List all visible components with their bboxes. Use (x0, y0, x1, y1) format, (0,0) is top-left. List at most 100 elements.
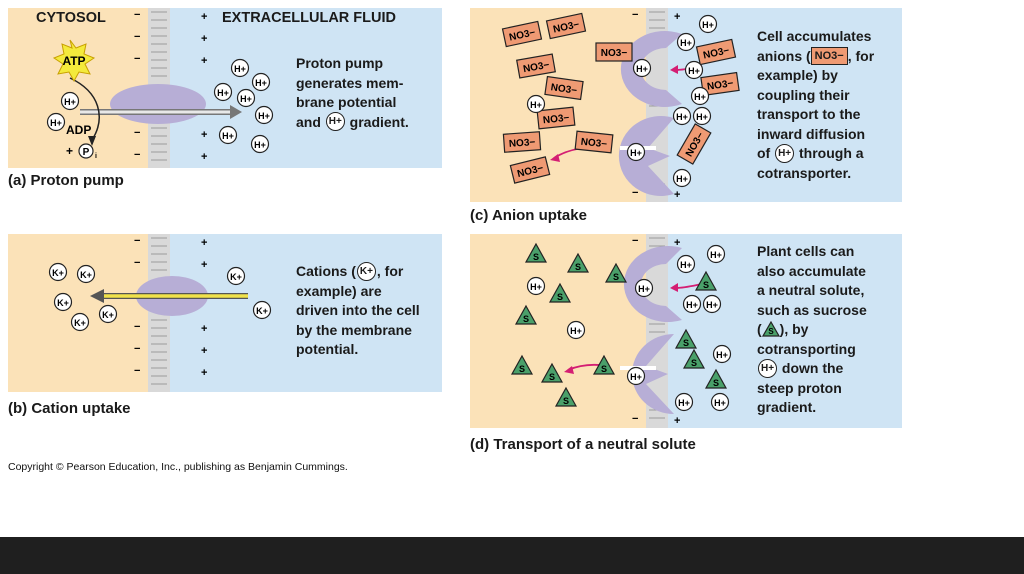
cotransporter-protein-closed (632, 334, 674, 414)
svg-text:H+: H+ (240, 94, 252, 104)
svg-text:S: S (575, 262, 581, 272)
pi-icon: P (83, 147, 90, 158)
svg-text:+: + (674, 237, 680, 249)
panel-a-caption: (a) Proton pump (8, 172, 124, 189)
svg-text:−: − (134, 53, 140, 65)
svg-text:NO3−: NO3− (522, 60, 550, 75)
svg-text:S: S (691, 358, 697, 368)
panel-a-diagram: ATP ADP + P i H+ H+ H+ H+ H+ H+ H+ H+ H+… (8, 8, 442, 168)
h-ion-icon: H+ (775, 143, 795, 163)
svg-text:K+: K+ (80, 270, 92, 280)
svg-text:H+: H+ (638, 284, 650, 294)
svg-text:+: + (201, 323, 207, 335)
svg-text:H+: H+ (688, 66, 700, 76)
svg-text:NO3−: NO3− (601, 48, 628, 59)
svg-text:+: + (674, 189, 680, 201)
svg-text:+: + (201, 129, 207, 141)
svg-text:H+: H+ (686, 300, 698, 310)
svg-text:K+: K+ (102, 310, 114, 320)
svg-text:S: S (557, 292, 563, 302)
svg-text:+: + (674, 11, 680, 23)
k-ion-icon: K+ (356, 261, 376, 281)
h-ion-icon: H+ H+ H+ H+ H+ H+ H+ H+ H+ H+ (526, 14, 718, 188)
k-ion-icon: K+ (48, 262, 68, 282)
membrane-charges: −− ++ (632, 235, 680, 427)
svg-text:H+: H+ (680, 38, 692, 48)
panel-b-description: Cations (K+, for example) are driven int… (296, 261, 420, 357)
svg-text:H+: H+ (222, 131, 234, 141)
svg-text:H+: H+ (702, 20, 714, 30)
svg-text:−: − (632, 187, 638, 199)
svg-text:+: + (201, 367, 207, 379)
svg-text:S: S (563, 396, 569, 406)
svg-text:+: + (201, 345, 207, 357)
extracellular-header: EXTRACELLULAR FLUID (222, 10, 396, 26)
footer-bar (0, 537, 1024, 574)
svg-text:NO3−: NO3− (542, 113, 570, 127)
svg-text:+: + (201, 11, 207, 23)
svg-text:NO3−: NO3− (580, 137, 608, 151)
atp-label: ATP (62, 54, 85, 68)
svg-text:H+: H+ (630, 148, 642, 158)
svg-text:+: + (201, 33, 207, 45)
svg-text:S: S (523, 314, 529, 324)
k-ion-icon: K+ (76, 264, 96, 284)
svg-text:H+: H+ (630, 372, 642, 382)
svg-text:H+: H+ (530, 100, 542, 110)
panel-b-diagram: K+ K+ K+ K+ K+ K+ K+ −− −− − ++ ++ + (8, 234, 442, 392)
membrane-charges: −− −− − ++ ++ + (134, 235, 207, 379)
h-ion-icon: H+ (758, 358, 777, 378)
svg-text:H+: H+ (636, 64, 648, 74)
svg-text:K+: K+ (256, 306, 268, 316)
cotransporter-protein-closed (618, 116, 674, 196)
svg-text:−: − (134, 343, 140, 355)
svg-text:+: + (674, 415, 680, 427)
svg-text:S: S (683, 338, 689, 348)
h-ion-icon: H+ (325, 112, 345, 132)
svg-text:H+: H+ (258, 111, 270, 121)
svg-text:−: − (134, 31, 140, 43)
svg-text:H+: H+ (255, 78, 267, 88)
svg-text:−: − (632, 413, 638, 425)
svg-text:i: i (95, 153, 97, 160)
svg-text:−: − (134, 321, 140, 333)
k-ion-icon: K+ (226, 266, 246, 286)
svg-text:K+: K+ (52, 268, 64, 278)
sucrose-solute-icon: S S S S S S S S S S S S S (510, 242, 728, 407)
panel-a-description: Proton pump generates mem- brane potenti… (296, 55, 409, 132)
svg-text:NO3−: NO3− (550, 82, 578, 97)
svg-text:H+: H+ (678, 398, 690, 408)
cotransporter-protein-open (620, 30, 682, 108)
svg-text:H+: H+ (694, 92, 706, 102)
svg-text:S: S (519, 364, 525, 374)
svg-text:H+: H+ (570, 326, 582, 336)
panel-proton-pump: ATP ADP + P i H+ H+ H+ H+ H+ H+ H+ H+ H+… (8, 8, 442, 168)
svg-text:−: − (134, 149, 140, 161)
membrane-charges: −− −− − ++ ++ + (134, 9, 207, 163)
svg-text:H+: H+ (680, 260, 692, 270)
svg-text:S: S (703, 280, 709, 290)
k-ion-icon: K+ (98, 304, 118, 324)
svg-text:H+: H+ (696, 112, 708, 122)
cotransporter-protein-open (623, 246, 682, 322)
svg-text:+: + (201, 259, 207, 271)
svg-text:H+: H+ (714, 398, 726, 408)
atp-star-icon (52, 39, 96, 83)
svg-text:+: + (66, 144, 73, 158)
panel-d-description: Plant cells can also accumulate a neutra… (757, 243, 867, 415)
h-ion-icon: H+ (213, 82, 233, 102)
panel-neutral-solute: S S S S S S S S S S S S S H+ H+ H+ H+ H+… (470, 234, 902, 428)
svg-text:K+: K+ (57, 298, 69, 308)
svg-text:−: − (134, 9, 140, 21)
panel-c-caption: (c) Anion uptake (470, 207, 587, 224)
k-ion-icon: K+ (53, 292, 73, 312)
svg-text:NO3−: NO3− (552, 19, 580, 35)
svg-text:NO3−: NO3− (509, 137, 536, 150)
cytosol-header: CYTOSOL (36, 10, 106, 26)
k-ion-icon: K+ (252, 300, 272, 320)
svg-text:H+: H+ (217, 88, 229, 98)
svg-text:H+: H+ (716, 350, 728, 360)
panel-b-caption: (b) Cation uptake (8, 400, 131, 417)
svg-text:H+: H+ (254, 140, 266, 150)
panel-anion-uptake: NO3− NO3− NO3− NO3− NO3− NO3− NO3− NO3− … (470, 8, 902, 202)
